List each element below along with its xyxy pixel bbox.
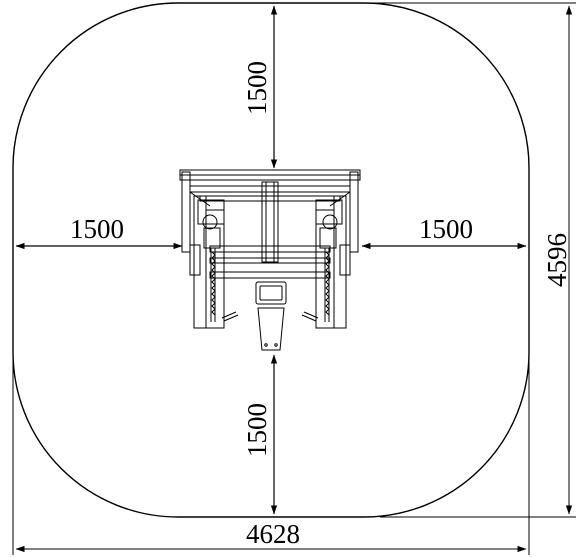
bottom-clearance-dimension: 1500 [242,354,278,515]
left-clearance-label: 1500 [70,214,124,244]
left-clearance-dimension: 1500 [15,214,183,250]
top-clearance-dimension: 1500 [242,5,278,169]
overall-height-label: 4596 [542,233,572,287]
bottom-clearance-label: 1500 [242,403,272,457]
overall-width-dimension: 4628 [12,260,530,555]
overall-height-dimension: 4596 [280,2,576,518]
top-clearance-label: 1500 [242,61,272,115]
right-clearance-dimension: 1500 [361,214,527,250]
outdoor-fitness-machine-top-view-icon [179,169,361,351]
right-clearance-label: 1500 [419,214,473,244]
overall-width-label: 4628 [246,519,300,549]
